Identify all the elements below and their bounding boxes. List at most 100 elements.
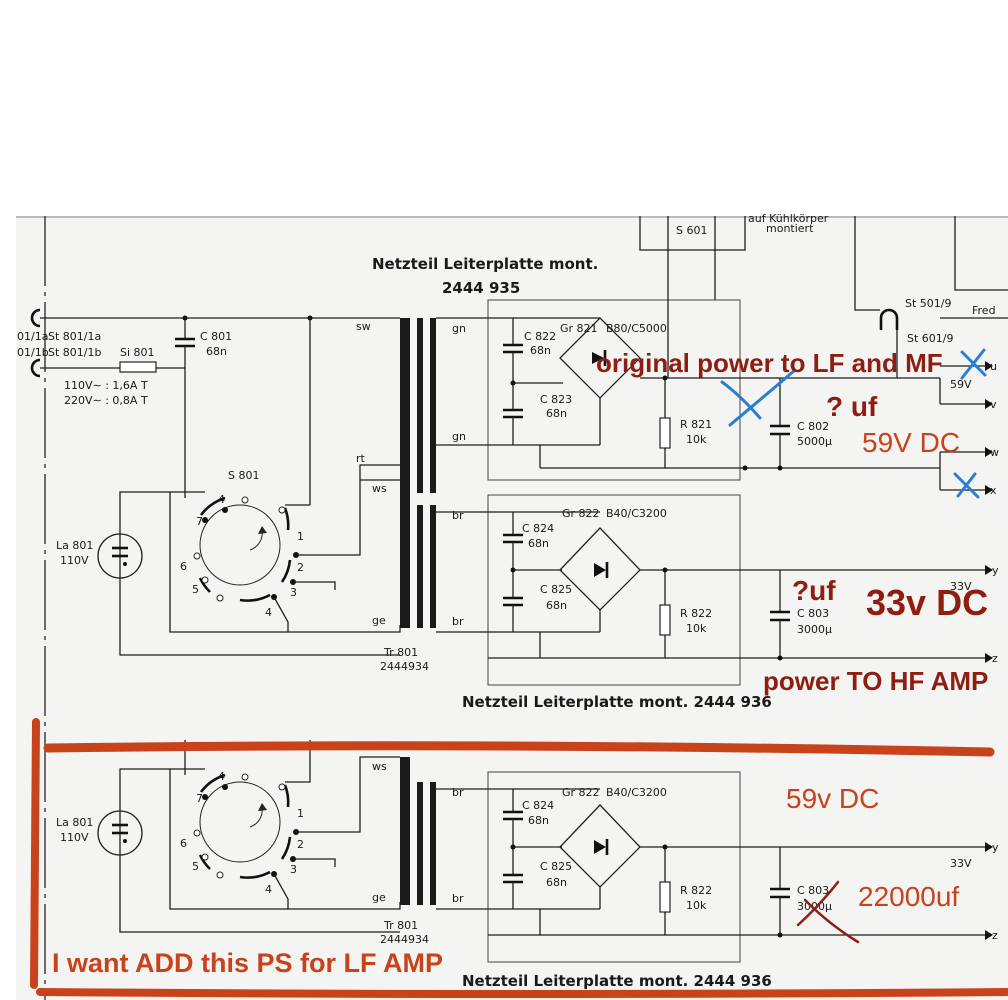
la801-voltage: 110V <box>60 554 89 567</box>
board-title-935: Netzteil Leiterplatte mont. <box>372 255 598 273</box>
gr822-label-2: Gr 822 <box>562 786 600 799</box>
plug-1a: St 801/1a <box>48 330 101 343</box>
plug-1b: St 801/1b <box>48 346 101 359</box>
c802-value: 5000µ <box>797 435 832 448</box>
fuse-rating-220: 220V∼ : 0,8A T <box>64 394 148 407</box>
svg-text:1: 1 <box>297 530 304 543</box>
montiert-label: montiert <box>766 222 814 235</box>
annotation-original-power: original power to LF and MF <box>596 348 943 378</box>
svg-text:6: 6 <box>180 560 187 573</box>
st601-label: St 601/9 <box>907 332 954 345</box>
gr822-label: Gr 822 <box>562 507 600 520</box>
svg-text:4: 4 <box>265 606 272 619</box>
plug-1b-left: 01/1b <box>17 346 49 359</box>
r822-label: R 822 <box>680 607 712 620</box>
fuse-rating-110: 110V∼ : 1,6A T <box>64 379 148 392</box>
b80-label: B80/C5000 <box>606 322 667 335</box>
c803-label-2: C 803 <box>797 884 829 897</box>
svg-text:4: 4 <box>218 770 225 783</box>
r822-label-2: R 822 <box>680 884 712 897</box>
annotation-33v-dc: 33v DC <box>866 582 988 623</box>
wire-sw: sw <box>356 320 371 333</box>
svg-text:3: 3 <box>290 863 297 876</box>
svg-text:6: 6 <box>180 837 187 850</box>
out-z-2: z <box>992 929 998 942</box>
c823-label: C 823 <box>540 393 572 406</box>
r822-value-2: 10k <box>686 899 707 912</box>
out-v: v <box>990 398 997 411</box>
sec-br-2: br <box>452 615 464 628</box>
strike-c803 <box>796 880 860 944</box>
svg-text:5: 5 <box>192 583 199 596</box>
wire-ge-2: ge <box>372 891 386 904</box>
out-u: u <box>990 360 997 373</box>
annotation-22000uf: 22000uf <box>858 881 959 912</box>
wire-ws-2: ws <box>372 760 387 773</box>
out-x: x <box>990 484 997 497</box>
tr801-label-2: Tr 801 <box>383 919 418 932</box>
v33-label: 33V <box>950 580 972 593</box>
svg-text:2: 2 <box>297 838 304 851</box>
rectifier-33v: C 824 68n C 825 68n Gr 822 B40/C3200 y R… <box>436 494 999 686</box>
transformer-tr801: ws rt ge Tr 801 2444934 gn gn br br <box>356 318 466 673</box>
r822-value: 10k <box>686 622 707 635</box>
c824-label-2: C 824 <box>522 799 554 812</box>
svg-text:4: 4 <box>265 883 272 896</box>
tr801-number-2: 2444934 <box>380 933 429 946</box>
cross-mark-c802-a <box>720 380 762 420</box>
sec-br-4: br <box>452 892 464 905</box>
sec-gn-2: gn <box>452 430 466 443</box>
c825-label: C 825 <box>540 583 572 596</box>
fuse-si801 <box>119 361 157 373</box>
blue-cross-marks <box>720 348 987 499</box>
c803-value: 3000µ <box>797 623 832 636</box>
mains-input: 01/1a 01/1b St 801/1a St 801/1b Si 801 1… <box>17 308 400 505</box>
board-title-936-2: Netzteil Leiterplatte mont. 2444 936 <box>462 972 772 990</box>
c801-label: C 801 <box>200 330 232 343</box>
c824-label: C 824 <box>522 522 554 535</box>
sec-br-3: br <box>452 786 464 799</box>
la801-label-2: La 801 <box>56 816 93 829</box>
sec-br-1: br <box>452 509 464 522</box>
sec-gn-1: gn <box>452 322 466 335</box>
out-y-2: y <box>992 841 999 854</box>
tr801-label: Tr 801 <box>383 646 418 659</box>
svg-text:5: 5 <box>192 860 199 873</box>
board-number-935: 2444 935 <box>442 279 520 297</box>
c824-value-2: 68n <box>528 814 549 827</box>
c822-label: C 822 <box>524 330 556 343</box>
cross-mark-c802-b <box>728 368 797 427</box>
added-power-supply: 7 4 1 2 3 6 5 4 La 801 110V ws ge Tr 801… <box>56 740 999 990</box>
b40-label: B40/C3200 <box>606 507 667 520</box>
board-title-936: Netzteil Leiterplatte mont. 2444 936 <box>462 693 772 711</box>
st501-label: St 501/9 <box>905 297 952 310</box>
tr801-number: 2444934 <box>380 660 429 673</box>
v33-label-2: 33V <box>950 857 972 870</box>
gr821-label: Gr 821 <box>560 322 598 335</box>
top-right-block: S 601 auf Kühlkörper montiert St 501/9 F… <box>639 212 1008 345</box>
fred-label: Fred <box>972 304 996 317</box>
wire-ge: ge <box>372 614 386 627</box>
c824-value: 68n <box>528 537 549 550</box>
annotation-want-add: I want ADD this PS for LF AMP <box>52 948 443 978</box>
out-z: z <box>992 652 998 665</box>
annotation-power-hf: power TO HF AMP <box>763 666 988 696</box>
wire-ws: ws <box>372 482 387 495</box>
out-w: w <box>990 446 999 459</box>
si801-label: Si 801 <box>120 346 155 359</box>
c801-value: 68n <box>206 345 227 358</box>
r821-label: R 821 <box>680 418 712 431</box>
kuehl-label: auf Kühlkörper <box>748 212 829 225</box>
out-y: y <box>992 564 999 577</box>
cross-mark-x-b <box>956 472 977 498</box>
cross-mark-u-b <box>960 348 986 380</box>
c822-value: 68n <box>530 344 551 357</box>
annotation-unknown-uf-1: ? uf <box>826 391 878 422</box>
la801-voltage-2: 110V <box>60 831 89 844</box>
outputs-uvwx: u v w x 59V <box>896 330 999 497</box>
annotation-59v-dc: 59V DC <box>862 427 960 458</box>
svg-text:4: 4 <box>218 493 225 506</box>
c803-label: C 803 <box>797 607 829 620</box>
la801-label: La 801 <box>56 539 93 552</box>
